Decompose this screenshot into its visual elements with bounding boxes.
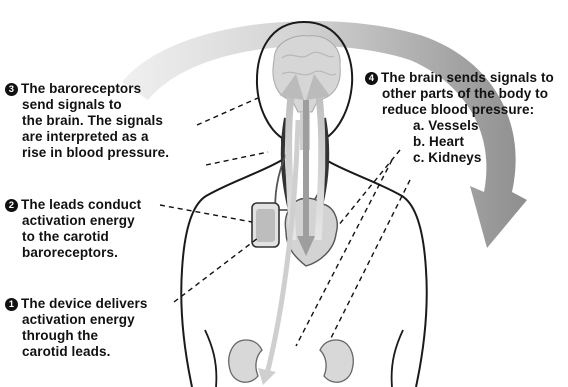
- arm-crease-right: [392, 330, 403, 387]
- step-number-3: 3: [5, 83, 18, 96]
- signal-arrow-up-right: [318, 88, 322, 240]
- callout-device: 1The device delivers activation energy t…: [5, 296, 147, 360]
- callout-baroreceptors: 3The baroreceptors send signals to the b…: [5, 81, 169, 161]
- step-number-4: 4: [365, 72, 378, 85]
- step-number-2: 2: [5, 199, 18, 212]
- kidney-left: [229, 340, 262, 382]
- step-number-1: 1: [5, 298, 18, 311]
- callout-brain-signals: 4The brain sends signals to other parts …: [365, 70, 554, 166]
- kidney-right: [320, 340, 353, 382]
- arm-crease-left: [205, 330, 216, 387]
- target-heart: b. Heart: [365, 134, 554, 150]
- target-kidneys: c. Kidneys: [365, 150, 554, 166]
- target-vessels: a. Vessels: [365, 118, 554, 134]
- callout-leads: 2The leads conduct activation energy to …: [5, 197, 141, 261]
